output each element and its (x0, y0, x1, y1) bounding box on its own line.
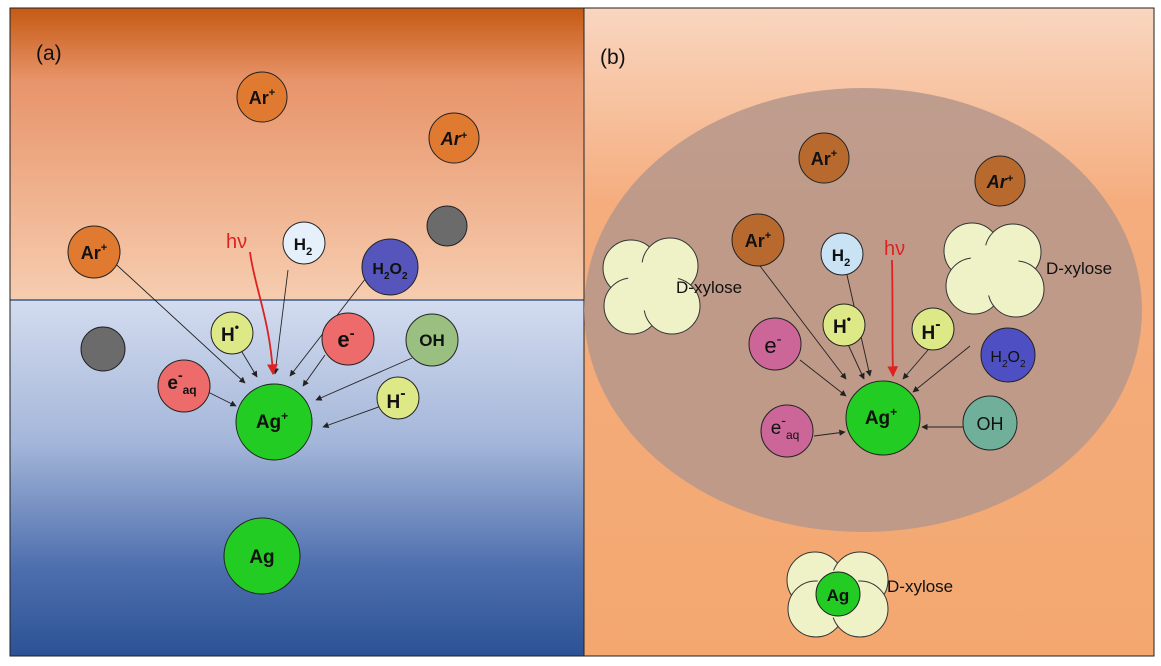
gray-particle (80, 326, 126, 372)
solvated-electron (748, 317, 802, 371)
argon-ion (428, 112, 480, 164)
panel-a: (a) hν (9, 7, 585, 657)
photon-label: hν (226, 231, 247, 253)
silver-ion-label: Ag+ (256, 409, 288, 433)
xylose-label-right: D-xylose (1046, 259, 1112, 278)
hydrogen-label: H2 (832, 246, 850, 269)
argon-ion (67, 225, 121, 279)
argon-ion (236, 71, 288, 123)
silver-atom-label: Ag (827, 586, 850, 605)
hydroxyl-label: OH (419, 331, 445, 350)
silver-ion (235, 383, 313, 461)
hydrogen-peroxide (980, 327, 1036, 383)
gray-particle (426, 205, 468, 247)
hydrogen-molecule (282, 221, 326, 265)
hydrogen-radical (822, 303, 866, 347)
argon-ion-label: Ar+ (811, 148, 837, 169)
panel-b: (b) D-xylose D-xylose (583, 7, 1155, 657)
argon-ion-label: Ar+ (81, 242, 107, 263)
argon-ion-label: Ar+ (249, 87, 275, 108)
silver-nanoparticle-core (815, 571, 861, 617)
hydrogen-peroxide (361, 238, 419, 296)
argon-ion-label: Ar+ (986, 172, 1014, 192)
silver-ion (845, 380, 921, 456)
species-labels-a: Ar+ Ar+ Ar+ H2 H2O2 H• e- OH e-aq H- Ag+… (81, 87, 468, 568)
hydride-label: H- (921, 316, 940, 344)
hydrogen-label: H2 (294, 235, 312, 258)
solvated-electron (321, 312, 375, 366)
hydride-label: H- (386, 385, 405, 413)
argon-ion (798, 132, 850, 184)
hydrogen-peroxide-label: H2O2 (372, 261, 408, 282)
silver-atom-label: Ag (249, 547, 274, 568)
argon-ion-label: Ar+ (745, 230, 771, 251)
hydride-ion (376, 376, 420, 420)
argon-ion (731, 213, 785, 267)
aqueous-electron (760, 404, 814, 458)
electron-label: e- (764, 331, 781, 358)
aqueous-electron-label: e-aq (771, 412, 800, 442)
hydroxyl-radical (962, 395, 1018, 451)
xylose-label-bottom: D-xylose (887, 577, 953, 596)
photon-arrow (887, 259, 899, 378)
hydrogen-radical (210, 311, 254, 355)
aqueous-electron (157, 359, 211, 413)
xylose-cluster-right (943, 222, 1045, 318)
reaction-arrows-a (106, 255, 413, 429)
hydride-ion (911, 307, 955, 351)
hydroxyl-label: OH (977, 414, 1004, 434)
xylose-capped-silver (786, 551, 889, 638)
silver-ion-label: Ag+ (865, 405, 897, 429)
xylose-cluster-left (602, 237, 701, 335)
hydrogen-molecule (820, 232, 864, 276)
hydrogen-radical-label: H• (833, 312, 851, 338)
hydrogen-radical-label: H• (221, 320, 239, 346)
species-labels-b: Ar+ Ar+ Ar+ H2 H• H- e- H2O2 e-aq Ag+ OH… (745, 148, 1026, 605)
panel-b-border (583, 7, 1155, 657)
panel-label-a: (a) (36, 42, 62, 65)
argon-ion-label: Ar+ (440, 129, 468, 149)
argon-ion (974, 155, 1026, 207)
xylose-label-left: D-xylose (676, 278, 742, 297)
photon-arrow (249, 251, 278, 376)
hydroxyl-radical (405, 313, 459, 367)
silver-atom (223, 517, 301, 595)
aqueous-electron-label: e-aq (167, 367, 196, 397)
panel-label-b: (b) (600, 46, 626, 69)
hydrogen-peroxide-label: H2O2 (990, 349, 1026, 370)
electron-label: e- (337, 325, 354, 352)
photon-label: hν (884, 238, 905, 260)
